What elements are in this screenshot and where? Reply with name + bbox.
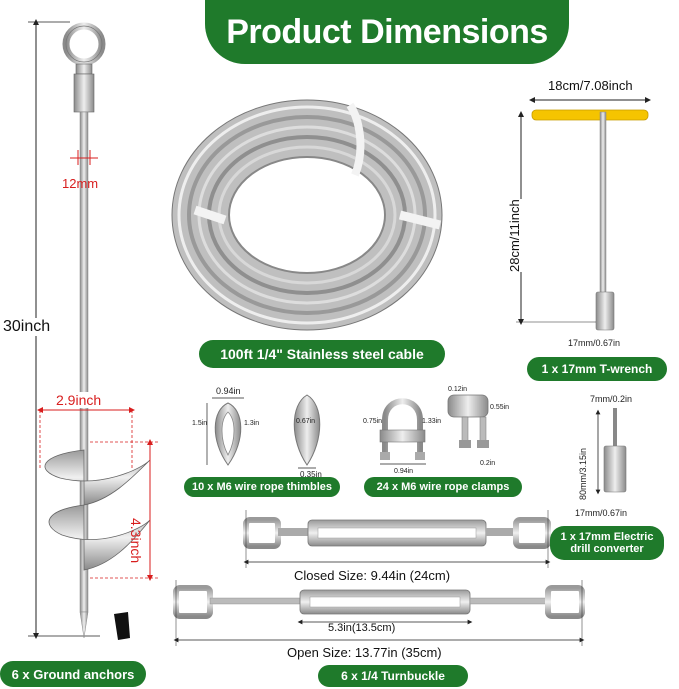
cable-coil-image xyxy=(171,99,443,331)
clamp-h2-label: 1.33in xyxy=(422,418,442,425)
drill-height-label: 80mm/3.15in xyxy=(578,447,588,500)
anchor-height-label: 30inch xyxy=(3,318,51,336)
thimble-width-label: 0.94in xyxy=(216,386,241,396)
ground-anchor-image xyxy=(28,19,160,640)
twrench-caption: 1 x 17mm T-wrench xyxy=(527,357,667,381)
turnbuckle-open-label: Open Size: 13.77in (35cm) xyxy=(287,645,442,660)
t-wrench-image xyxy=(516,97,651,331)
drill-converter-image xyxy=(595,408,627,495)
page-title: Product Dimensions xyxy=(205,0,569,64)
turnbuckle-closed-image xyxy=(243,510,551,568)
anchor-spiral-height-label: 4.3inch xyxy=(128,518,144,564)
turnbuckle-closed-label: Closed Size: 9.44in (24cm) xyxy=(294,568,451,583)
clamps-image xyxy=(379,394,489,465)
anchor-diameter-label: 12mm xyxy=(62,176,99,191)
clamp-w3-label: 0.2in xyxy=(480,460,496,467)
turnbuckle-open-image xyxy=(173,580,585,646)
drill-caption: 1 x 17mm Electric drill converter xyxy=(550,526,664,560)
thimbles-caption: 10 x M6 wire rope thimbles xyxy=(184,477,340,497)
clamps-caption: 24 x M6 wire rope clamps xyxy=(364,477,522,497)
clamp-h3-label: 0.55in xyxy=(490,404,510,411)
thimbles-image xyxy=(206,394,321,469)
turnbuckle-caption: 6 x 1/4 Turnbuckle xyxy=(318,665,468,687)
drill-bottom-label: 17mm/0.67in xyxy=(575,508,628,518)
clamp-w-label: 0.94in xyxy=(394,468,414,475)
thimble-height1-label: 1.5in xyxy=(192,420,208,427)
cable-caption: 100ft 1/4" Stainless steel cable xyxy=(199,340,445,368)
anchor-caption: 6 x Ground anchors xyxy=(0,661,146,687)
anchor-spiral-width-label: 2.9inch xyxy=(56,392,102,408)
thimble-width3-label: 0.35in xyxy=(300,470,322,479)
drill-top-label: 7mm/0.2in xyxy=(590,394,633,404)
clamp-w2-label: 0.12in xyxy=(448,386,468,393)
thimble-width2-label: 0.67in xyxy=(296,418,316,425)
twrench-socket-label: 17mm/0.67in xyxy=(568,338,621,348)
turnbuckle-body-label: 5.3in(13.5cm) xyxy=(328,622,396,634)
thimble-height2-label: 1.3in xyxy=(244,420,260,427)
clamp-h1-label: 0.75in xyxy=(363,418,383,425)
twrench-height-label: 28cm/11inch xyxy=(507,199,522,272)
twrench-width-label: 18cm/7.08inch xyxy=(548,78,633,93)
